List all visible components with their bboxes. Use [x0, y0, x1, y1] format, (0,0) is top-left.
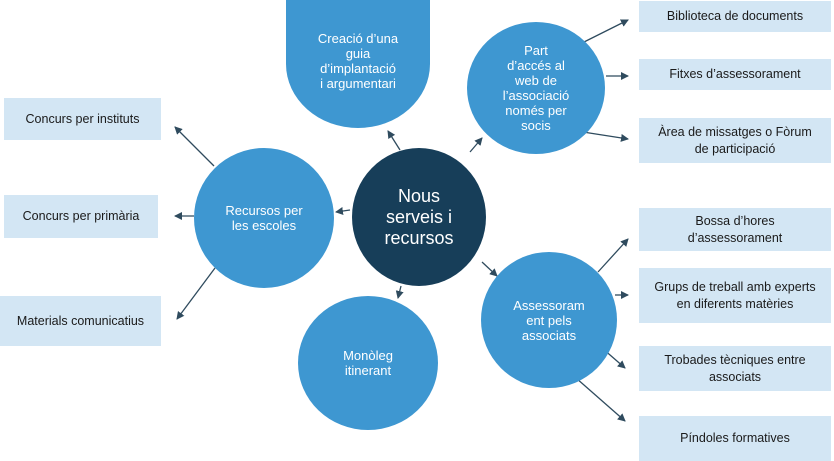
circle-assessorament: Assessoram ent pels associats: [481, 252, 617, 388]
arrow-center-to-guia: [387, 130, 401, 151]
circle-assessorament-label: Assessoram ent pels associats: [513, 297, 585, 343]
arrow-center-to-monoleg: [395, 285, 404, 299]
box-instituts: Concurs per instituts: [4, 98, 161, 140]
box-trobades-label: Trobades tècniques entre associats: [664, 352, 806, 384]
box-grups-label: Grups de treball amb experts en diferent…: [654, 279, 816, 311]
arrow-center-to-escoles: [335, 207, 351, 215]
box-instituts-label: Concurs per instituts: [25, 111, 140, 126]
arrow-escoles-to-materials: [176, 267, 216, 320]
circle-web: Part d’accés al web de l’associació nomé…: [467, 22, 605, 154]
box-grups: Grups de treball amb experts en diferent…: [639, 268, 831, 323]
box-area: Àrea de missatges o Fòrum de participaci…: [639, 118, 831, 163]
box-bossa-label: Bossa d’hores d’assessorament: [687, 213, 783, 245]
arrow-escoles-to-instituts: [174, 126, 215, 167]
box-materials: Materials comunicatius: [0, 296, 161, 346]
arrow-web-to-biblioteca: [583, 19, 629, 43]
box-primaria-label: Concurs per primària: [22, 209, 140, 223]
center-label: Nous serveis i recursos: [384, 185, 454, 248]
circle-monoleg: Monòleg itinerant: [298, 296, 438, 430]
center-circle: Nous serveis i recursos: [352, 148, 486, 286]
arrow-assessorament-to-bossa: [597, 238, 629, 273]
arrow-assessorament-to-pindoles: [575, 377, 626, 422]
box-fitxes: Fitxes d’assessorament: [639, 59, 831, 90]
box-biblioteca-label: Biblioteca de documents: [666, 9, 804, 23]
circle-escoles: Recursos per les escoles: [194, 148, 334, 288]
arrow-center-to-assessorament: [481, 261, 498, 277]
circle-guia-label: Creació d’una guia d’implantació i argum…: [317, 31, 399, 91]
circle-web-label: Part d’accés al web de l’associació nomé…: [502, 43, 570, 133]
box-pindoles-label: Píndoles formatives: [680, 431, 790, 445]
box-trobades: Trobades tècniques entre associats: [639, 346, 831, 391]
box-fitxes-label: Fitxes d’assessorament: [669, 67, 801, 81]
circle-escoles-label: Recursos per les escoles: [225, 203, 303, 233]
arrow-center-to-web: [469, 137, 483, 153]
box-primaria: Concurs per primària: [4, 195, 158, 238]
box-pindoles: Píndoles formatives: [639, 416, 831, 461]
box-bossa: Bossa d’hores d’assessorament: [639, 208, 831, 251]
box-area-label: Àrea de missatges o Fòrum de participaci…: [658, 124, 812, 156]
box-materials-label: Materials comunicatius: [16, 313, 145, 328]
box-biblioteca: Biblioteca de documents: [639, 1, 831, 32]
arrow-web-to-area: [582, 131, 629, 142]
circle-monoleg-label: Monòleg itinerant: [343, 348, 393, 378]
circle-guia: Creació d’una guia d’implantació i argum…: [286, 0, 430, 128]
